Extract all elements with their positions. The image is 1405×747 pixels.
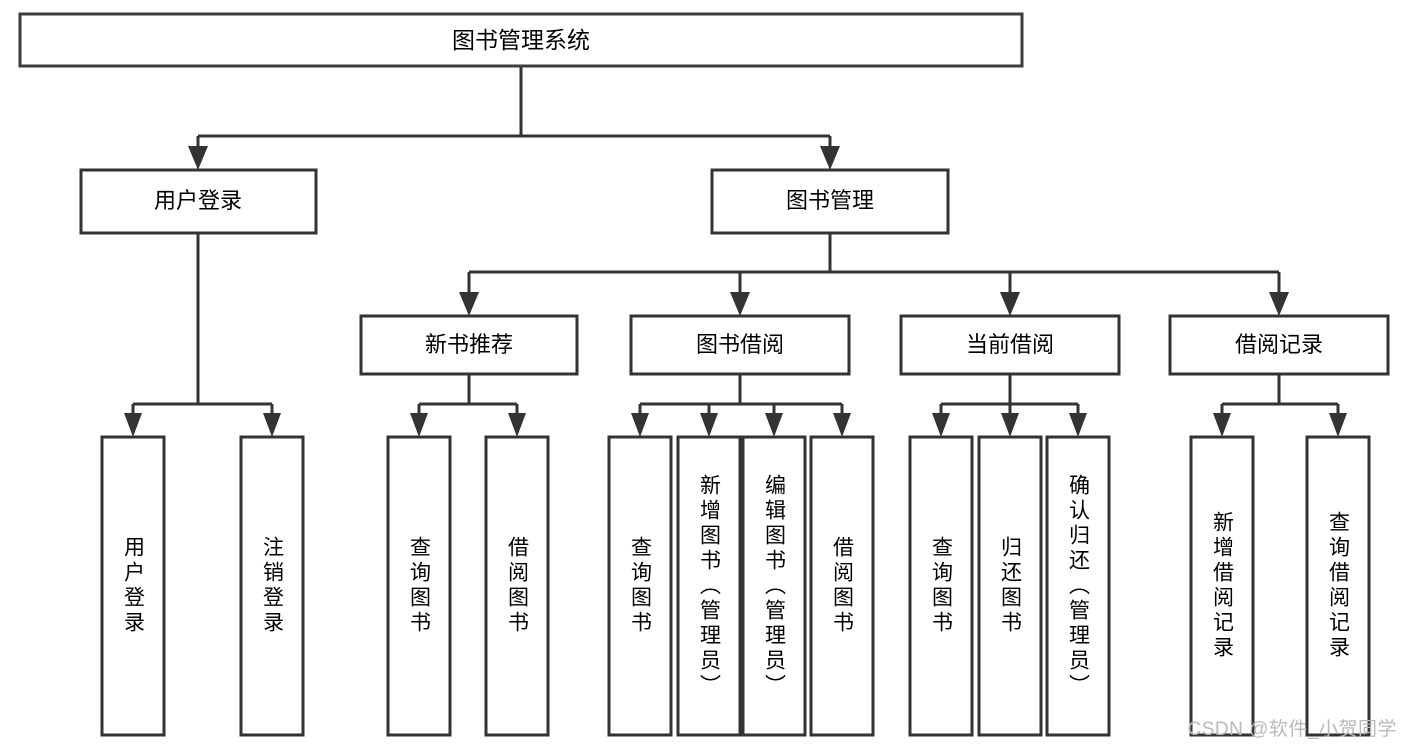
arrow-leaf-edit-book (765, 413, 783, 437)
node-book-manage[interactable]: 图书管理 (710, 168, 950, 235)
arrow-leaf-query-book-rec (410, 413, 428, 437)
leaf-borrow-book[interactable]: 借阅图书 (809, 435, 875, 737)
leaf-user-login-label: 用户登录 (121, 536, 145, 636)
node-new-book-recommend-box[interactable] (359, 314, 579, 376)
leaf-add-record-label: 新增借阅记录 (1210, 511, 1234, 661)
node-borrow-record-box[interactable] (1168, 314, 1390, 376)
leaf-logout-label-wrap: 注销登录 (260, 536, 284, 636)
leaf-confirm-return-label-wrap: 确认归还（管理员） (1066, 473, 1090, 699)
node-user-login[interactable]: 用户登录 (79, 168, 318, 235)
arrow-current-borrow (1000, 292, 1020, 316)
node-root-box[interactable] (18, 12, 1024, 68)
leaf-query-record-label-wrap: 查询借阅记录 (1326, 511, 1350, 661)
leaf-borrow-book-label-wrap: 借阅图书 (830, 536, 854, 636)
arrow-leaf-query-record (1329, 413, 1347, 437)
arrow-leaf-borrow-book (833, 413, 851, 437)
leaf-borrow-book-label: 借阅图书 (830, 536, 854, 636)
leaf-add-record-label-wrap: 新增借阅记录 (1210, 511, 1234, 661)
leaf-edit-book-label-wrap: 编辑图书（管理员） (762, 473, 786, 699)
leaf-query-book-cur-box[interactable] (908, 435, 974, 737)
node-book-borrow[interactable]: 图书借阅 (629, 314, 851, 376)
leaf-edit-book[interactable]: 编辑图书（管理员） (741, 435, 807, 737)
node-current-borrow[interactable]: 当前借阅 (899, 314, 1121, 376)
leaf-confirm-return-box[interactable] (1045, 435, 1111, 737)
leaf-borrow-book-box[interactable] (809, 435, 875, 737)
leaf-return-book-box[interactable] (977, 435, 1043, 737)
leaf-query-record-label: 查询借阅记录 (1326, 511, 1350, 661)
leaf-edit-book-box[interactable] (741, 435, 807, 737)
leaf-query-book-cur-label-wrap: 查询图书 (929, 536, 953, 636)
leaf-logout[interactable]: 注销登录 (239, 435, 305, 737)
node-root[interactable]: 图书管理系统 (18, 12, 1024, 68)
node-current-borrow-label: 当前借阅 (966, 332, 1054, 357)
node-book-borrow-label: 图书借阅 (696, 332, 784, 357)
arrow-leaf-return-book (1001, 413, 1019, 437)
arrow-leaf-query-book-borrow (631, 413, 649, 437)
leaf-query-book-rec-label-wrap: 查询图书 (407, 536, 431, 636)
leaf-add-book-label-wrap: 新增图书（管理员） (697, 473, 721, 699)
arrow-borrow-record (1269, 292, 1289, 316)
leaf-query-book-borrow-box[interactable] (607, 435, 673, 737)
connector-layer (124, 66, 1347, 437)
leaf-edit-book-label: 编辑图书（管理员） (762, 473, 786, 699)
arrow-book-borrow (730, 292, 750, 316)
node-user-login-box[interactable] (79, 168, 318, 235)
leaf-query-book-cur-label: 查询图书 (929, 536, 953, 636)
leaf-query-record[interactable]: 查询借阅记录 (1305, 435, 1371, 737)
leaf-confirm-return[interactable]: 确认归还（管理员） (1045, 435, 1111, 737)
leaf-query-book-cur[interactable]: 查询图书 (908, 435, 974, 737)
node-book-manage-label: 图书管理 (786, 188, 874, 213)
leaf-logout-box[interactable] (239, 435, 305, 737)
leaf-query-book-borrow-label: 查询图书 (628, 536, 652, 636)
leaf-confirm-return-label: 确认归还（管理员） (1066, 473, 1090, 699)
leaf-user-login-box[interactable] (100, 435, 166, 737)
leaf-add-book-label: 新增图书（管理员） (697, 473, 721, 699)
arrow-user-login (188, 146, 208, 170)
arrow-leaf-add-book (700, 413, 718, 437)
leaf-query-book-rec-label: 查询图书 (407, 536, 431, 636)
leaf-return-book[interactable]: 归还图书 (977, 435, 1043, 737)
arrow-leaf-logout (263, 413, 281, 437)
leaf-return-book-label-wrap: 归还图书 (998, 536, 1022, 636)
leaf-add-record-box[interactable] (1189, 435, 1255, 737)
node-root-label: 图书管理系统 (452, 27, 590, 53)
arrow-leaf-confirm-return (1069, 413, 1087, 437)
leaf-query-book-rec[interactable]: 查询图书 (386, 435, 452, 737)
leaf-user-login[interactable]: 用户登录 (100, 435, 166, 737)
arrow-leaf-query-book-cur (932, 413, 950, 437)
leaf-query-record-box[interactable] (1305, 435, 1371, 737)
leaf-borrow-book-rec-box[interactable] (484, 435, 550, 737)
arrow-leaf-user-login (124, 413, 142, 437)
arrow-book-manage (820, 146, 840, 170)
leaf-borrow-book-rec-label-wrap: 借阅图书 (505, 536, 529, 636)
node-new-book-recommend[interactable]: 新书推荐 (359, 314, 579, 376)
node-current-borrow-box[interactable] (899, 314, 1121, 376)
node-book-manage-box[interactable] (710, 168, 950, 235)
arrow-leaf-add-record (1213, 413, 1231, 437)
leaf-add-book-box[interactable] (676, 435, 742, 737)
node-new-book-recommend-label: 新书推荐 (425, 332, 513, 357)
leaf-add-book[interactable]: 新增图书（管理员） (676, 435, 742, 737)
leaf-query-book-rec-box[interactable] (386, 435, 452, 737)
leaf-borrow-book-rec-label: 借阅图书 (505, 536, 529, 636)
node-borrow-record[interactable]: 借阅记录 (1168, 314, 1390, 376)
node-user-login-label: 用户登录 (154, 188, 242, 213)
arrow-leaf-borrow-book-rec (508, 413, 526, 437)
leaf-logout-label: 注销登录 (260, 536, 284, 636)
leaf-query-book-borrow[interactable]: 查询图书 (607, 435, 673, 737)
node-borrow-record-label: 借阅记录 (1235, 332, 1323, 357)
leaf-borrow-book-rec[interactable]: 借阅图书 (484, 435, 550, 737)
leaf-query-book-borrow-label-wrap: 查询图书 (628, 536, 652, 636)
leaf-add-record[interactable]: 新增借阅记录 (1189, 435, 1255, 737)
node-book-borrow-box[interactable] (629, 314, 851, 376)
leaf-return-book-label: 归还图书 (998, 536, 1022, 636)
arrow-new-book-recommend (459, 292, 479, 316)
leaf-user-login-label-wrap: 用户登录 (121, 536, 145, 636)
